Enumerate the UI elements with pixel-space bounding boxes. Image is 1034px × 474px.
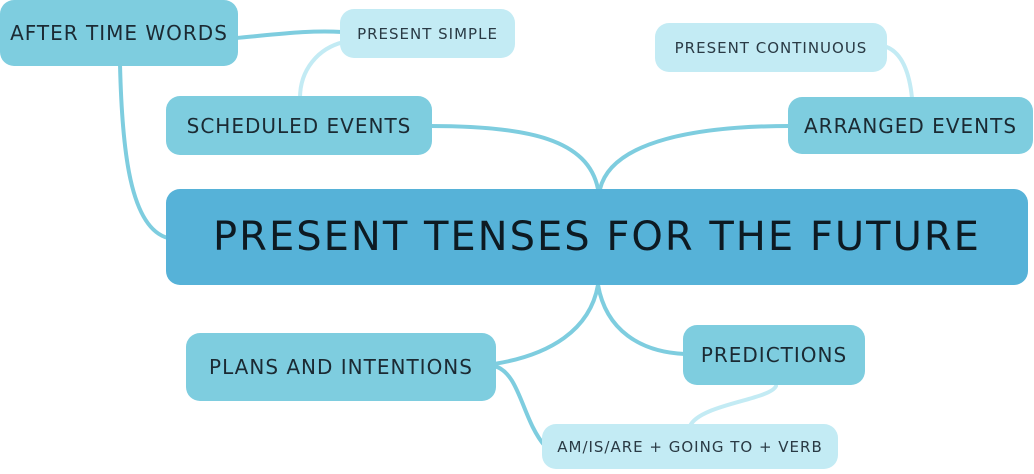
link-after-time-words — [118, 62, 170, 240]
branch-predictions[interactable]: PREDICTIONS — [683, 325, 865, 385]
link-plans-to-going-to — [492, 364, 547, 448]
branch-after-time-words-label: AFTER TIME WORDS — [10, 21, 228, 45]
link-after-to-present-simple — [234, 29, 344, 40]
branch-plans-and-intentions[interactable]: PLANS AND INTENTIONS — [186, 333, 496, 401]
link-arranged-events — [598, 124, 792, 191]
subtopic-present-simple-label: PRESENT SIMPLE — [357, 24, 498, 43]
link-scheduled-events — [428, 124, 600, 191]
link-arranged-to-present-continuous — [882, 44, 914, 100]
subtopic-present-continuous[interactable]: PRESENT CONTINUOUS — [655, 23, 887, 72]
branch-arranged-events-label: ARRANGED EVENTS — [803, 113, 1018, 138]
link-scheduled-to-present-simple — [298, 40, 346, 100]
link-plans-and-intentions — [492, 283, 600, 366]
subtopic-present-simple[interactable]: PRESENT SIMPLE — [340, 9, 515, 58]
branch-after-time-words[interactable]: AFTER TIME WORDS — [0, 0, 238, 66]
branch-predictions-label: PREDICTIONS — [700, 343, 848, 367]
subtopic-going-to-label: AM/IS/ARE + GOING TO + VERB — [557, 437, 823, 456]
branch-scheduled-events[interactable]: SCHEDULED EVENTS — [166, 96, 432, 155]
subtopic-present-continuous-label: PRESENT CONTINUOUS — [674, 38, 868, 57]
subtopic-going-to[interactable]: AM/IS/ARE + GOING TO + VERB — [542, 424, 838, 469]
central-topic[interactable]: PRESENT TENSES FOR THE FUTURE — [166, 189, 1028, 285]
branch-scheduled-events-label: SCHEDULED EVENTS — [186, 113, 412, 138]
branch-arranged-events[interactable]: ARRANGED EVENTS — [788, 97, 1033, 154]
link-predictions-to-going-to — [688, 384, 778, 428]
branch-plans-and-intentions-label: PLANS AND INTENTIONS — [209, 355, 473, 379]
central-topic-label: PRESENT TENSES FOR THE FUTURE — [213, 214, 981, 260]
link-predictions — [596, 283, 687, 356]
